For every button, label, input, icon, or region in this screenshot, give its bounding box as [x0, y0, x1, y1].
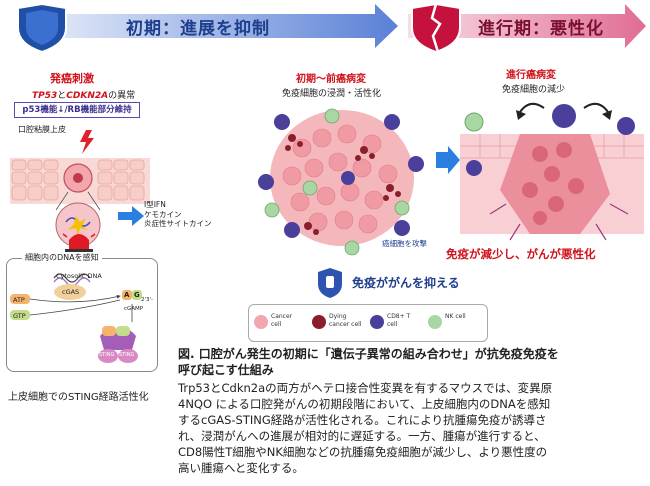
right-title: 進行癌病変	[506, 70, 556, 81]
early-stage-arrow	[18, 4, 398, 48]
sting-label-2: STING	[119, 352, 135, 358]
advanced-stage-title: 進行期：悪性化	[478, 19, 604, 39]
shield-hand-icon	[318, 268, 342, 298]
advanced-tumor-diagram	[460, 102, 644, 241]
broken-shield-icon	[411, 2, 461, 52]
stimulus-title: 発癌刺激	[50, 72, 94, 85]
legend-swatch	[254, 315, 268, 329]
cgamp-g: G	[134, 291, 140, 299]
right-subtitle: 免疫細胞の減少	[502, 85, 566, 95]
gtp-label: GTP	[13, 312, 26, 320]
attack-label: 癌細胞を攻撃	[382, 239, 427, 248]
epithelium-label: 口腔粘膜上皮	[18, 125, 66, 134]
cgamp-a: A	[124, 291, 130, 299]
function-box: p53機能↓/RB機能部分維持	[14, 102, 140, 118]
legend-swatch	[312, 315, 326, 329]
result-text: 免疫が減少し、がんが悪性化	[446, 247, 596, 261]
shield-icon	[17, 2, 67, 52]
early-stage-title: 初期：進展を抑制	[126, 19, 270, 39]
caption-title: 図. 口腔がん発生の初期に「遺伝子異常の組み合わせ」が抗免疫免疫を 呼び起こす仕…	[178, 347, 559, 377]
progression-arrow-icon	[436, 146, 460, 174]
cytokine-arrow-icon	[118, 206, 144, 226]
sting-pathway-diagram	[10, 273, 142, 363]
lightning-icon	[80, 130, 94, 154]
cytosolic-dna-label: Cytosolic DNA	[56, 272, 102, 280]
cgamp-label-2: cGAMP	[124, 306, 144, 312]
caption-body: Trp53とCdkn2aの両方がヘテロ接合性変異を有するマウスでは、変異原 4N…	[178, 381, 553, 475]
dna-sensing-title: 細胞内のDNAを感知	[22, 252, 102, 263]
legend-swatch	[370, 315, 384, 329]
middle-title: 初期〜前癌病変	[296, 74, 366, 85]
banner-graphics	[17, 2, 646, 52]
middle-subtitle: 免疫細胞の浸潤・活性化	[282, 89, 382, 99]
sting-label-1: STING	[99, 352, 115, 358]
cgas-label: cGAS	[62, 288, 80, 296]
pathway-caption: 上皮細胞でのSTING経路活性化	[8, 392, 149, 403]
cytokine-list: I型IFN ケモカイン 炎症性サイトカイン	[144, 200, 212, 228]
alarm-siren-icon	[62, 233, 96, 254]
mutation-label: TP53とCDKN2Aの異常	[32, 91, 136, 101]
legend-swatch	[428, 315, 442, 329]
legend	[248, 304, 488, 342]
legend-label: NK cell	[445, 313, 466, 320]
cgamp-label-1: 2'3'-	[141, 297, 154, 303]
tumor-immune-infiltration	[258, 108, 424, 256]
atp-label: ATP	[13, 296, 25, 304]
legend-item: NK cell	[426, 310, 484, 334]
immune-badge-text: 免疫ががんを抑える	[352, 276, 460, 290]
advanced-stage-arrow	[408, 4, 646, 48]
epithelium-diagram	[10, 130, 150, 245]
